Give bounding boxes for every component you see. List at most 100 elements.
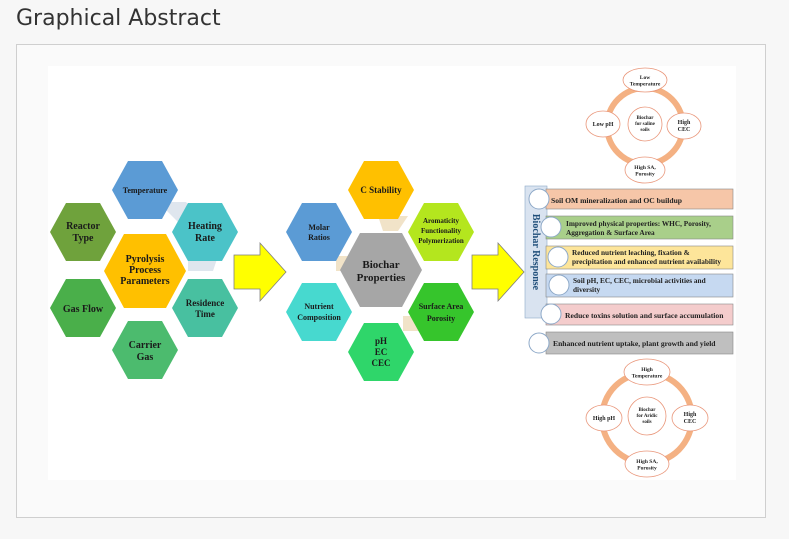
sal-right-2: CEC xyxy=(678,127,691,133)
response-box-3 xyxy=(545,245,734,270)
gas-flow-label: Gas Flow xyxy=(63,304,104,315)
response-box-4 xyxy=(545,273,734,298)
carrier-line1: Carrier xyxy=(129,340,162,351)
heating-rate-line1: Heating xyxy=(188,221,222,232)
temperature-label: Temperature xyxy=(123,186,168,195)
svg-text:High SA,Porosity: High SA,Porosity xyxy=(634,165,656,178)
svg-text:High SA,Porosity: High SA,Porosity xyxy=(636,459,658,472)
resp2-line1: Improved physical properties: WHC, Poros… xyxy=(566,219,711,228)
carrier-gas-hex xyxy=(112,321,178,379)
pyro-line3: Parameters xyxy=(120,276,170,287)
sal-right-1: High xyxy=(678,120,691,126)
acid-bot-2: Porosity xyxy=(637,466,657,472)
pyro-line1: Pyrolysis xyxy=(126,254,165,265)
flow-arrow-2 xyxy=(471,241,525,303)
acid-bot-1: High SA, xyxy=(636,459,658,465)
response-label: Biochar Response xyxy=(530,214,541,291)
molar-hex xyxy=(286,203,352,261)
heating-rate-hex xyxy=(172,203,238,261)
c-stability-hex xyxy=(348,161,414,219)
acid-top-1: High xyxy=(641,367,653,373)
flow-arrow-1 xyxy=(233,241,287,303)
resp4-line1: Soil pH, EC, CEC, microbial activities a… xyxy=(573,276,706,285)
response-bullet-1 xyxy=(528,188,550,210)
acid-top-2: Temperature xyxy=(632,374,663,380)
sal-bot-1: High SA, xyxy=(634,165,656,171)
svg-text:Reduced nutrient leaching, fix: Reduced nutrient leaching, fixation &pre… xyxy=(572,248,721,266)
response-bullet-5 xyxy=(540,303,562,325)
residence-line1: Residence xyxy=(186,298,225,308)
biochar-line1: Biochar xyxy=(362,259,399,271)
pyrolysis-center-hex xyxy=(104,234,186,308)
response-text-1: Soil OM mineralization and OC buildup xyxy=(551,196,682,205)
ph-line1: pH xyxy=(375,336,387,346)
aromaticity-hex xyxy=(408,203,474,261)
acid-center-1: Biochar xyxy=(639,408,657,413)
acidic-left: High pH xyxy=(593,416,616,422)
sal-center-3: soils xyxy=(640,128,649,133)
reactor-line1: Reactor xyxy=(66,221,100,232)
pyro-line2: Process xyxy=(129,265,161,276)
resp3-line2: precipitation and enhanced nutrient avai… xyxy=(572,257,721,266)
page-title: Graphical Abstract xyxy=(16,6,221,31)
arom-line1: Aromaticity xyxy=(423,217,460,225)
response-bullet-4 xyxy=(548,274,570,296)
molar-line1: Molar xyxy=(308,223,330,232)
acid-right-2: CEC xyxy=(684,419,697,425)
sal-bot-2: Porosity xyxy=(635,172,655,178)
gas-flow-hex xyxy=(50,279,116,337)
c-stability-label: C Stability xyxy=(360,185,402,195)
resp2-line2: Aggregation & Surface Area xyxy=(566,228,655,237)
response-bullet-3 xyxy=(547,246,569,268)
biochar-line2: Properties xyxy=(357,272,406,284)
biochar-center-hex xyxy=(340,233,422,307)
response-bullet-2 xyxy=(540,216,562,238)
reactor-type-hex xyxy=(50,203,116,261)
sal-top-2: Temperature xyxy=(630,82,661,88)
resp4-line2: diversity xyxy=(573,285,601,294)
response-text-6: Enhanced nutrient uptake, plant growth a… xyxy=(553,339,716,348)
sa-line1: Surface Area xyxy=(419,302,464,311)
saline-left: Low pH xyxy=(593,122,614,128)
ph-hex xyxy=(348,323,414,381)
acid-center-3: soils xyxy=(642,420,651,425)
residence-line2: Time xyxy=(195,309,215,319)
nutrient-hex xyxy=(286,283,352,341)
temperature-hex xyxy=(112,161,178,219)
svg-text:Soil pH, EC, CEC, microbial ac: Soil pH, EC, CEC, microbial activities a… xyxy=(573,276,706,294)
surface-area-hex xyxy=(408,283,474,341)
acid-right-1: High xyxy=(684,412,697,418)
heating-rate-line2: Rate xyxy=(195,233,216,244)
sal-center-2: for saline xyxy=(635,122,656,127)
carrier-line2: Gas xyxy=(137,352,154,363)
nutrient-line1: Nutrient xyxy=(304,302,334,311)
sal-center-1: Biochar xyxy=(637,116,655,121)
sa-line2: Porosity xyxy=(427,314,455,323)
svg-text:Improved physical properties:: Improved physical properties: WHC, Poros… xyxy=(566,219,711,237)
ph-line2: EC xyxy=(375,347,388,357)
acid-center-2: for Aridic xyxy=(637,414,659,419)
sal-top-1: Low xyxy=(640,75,650,81)
resp3-line1: Reduced nutrient leaching, fixation & xyxy=(572,248,690,257)
arom-line3: Polymerization xyxy=(418,237,464,245)
